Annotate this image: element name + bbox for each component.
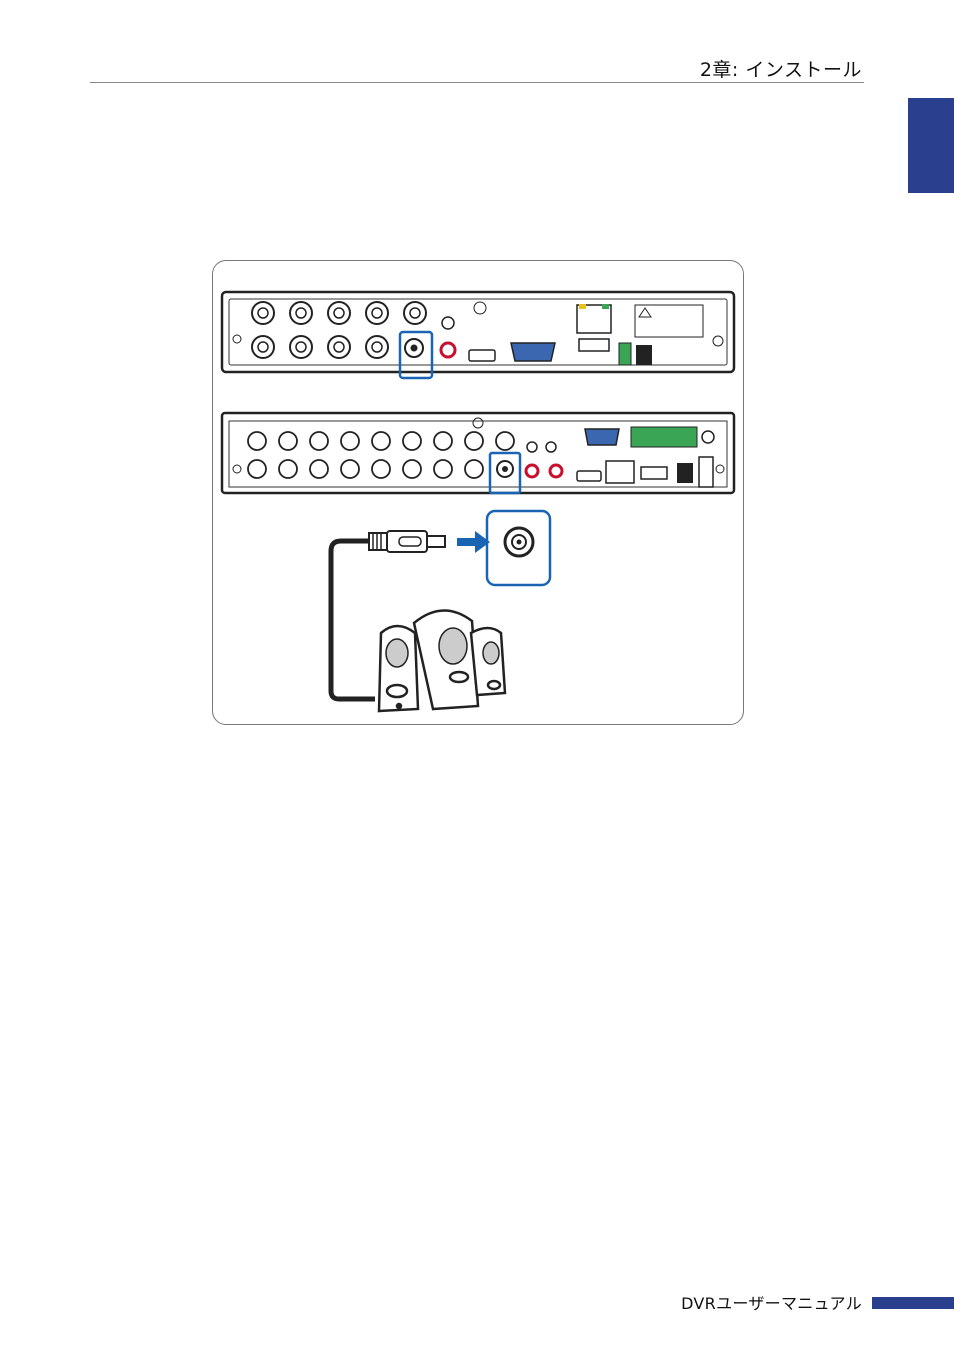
dvr-rear-panel-16ch-icon	[222, 413, 734, 493]
manual-title: DVRユーザーマニュアル	[681, 1290, 862, 1314]
speakers-icon	[379, 610, 505, 711]
footer-accent-bar	[872, 1297, 954, 1309]
dvr-rear-panel-8ch-icon	[222, 292, 734, 378]
chapter-title: 2章: インストール	[700, 55, 862, 82]
header-divider	[90, 82, 864, 83]
audio-port-closeup-icon	[487, 511, 550, 585]
chapter-side-tab	[908, 98, 954, 193]
audio-connection-figure	[212, 260, 744, 725]
blue-arrow-icon	[457, 531, 490, 553]
audio-connection-illustration	[213, 261, 743, 724]
